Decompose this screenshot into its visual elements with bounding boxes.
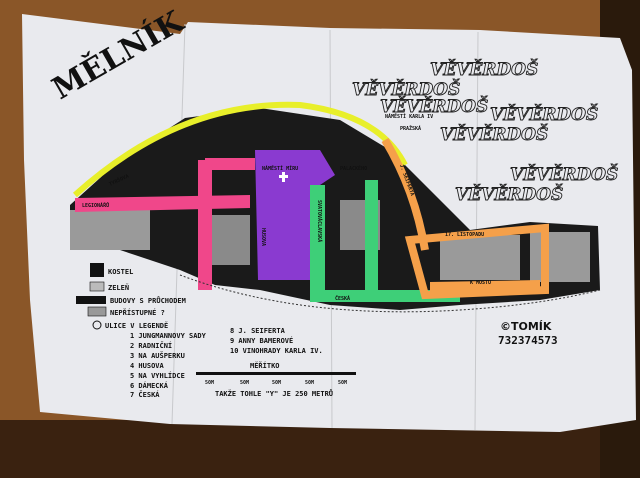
street-number-icon: [92, 320, 102, 330]
svg-text:50M: 50M: [305, 380, 314, 386]
svg-text:ULICE V LEGENDĚ: ULICE V LEGENDĚ: [105, 321, 168, 330]
svg-text:VĚVĚRDOŠ: VĚVĚRDOŠ: [455, 184, 563, 205]
svg-text:5 NA VYHLÍDCE: 5 NA VYHLÍDCE: [130, 371, 185, 380]
k-mostu-street: [404, 223, 549, 300]
svg-text:VĚVĚRDOŠ: VĚVĚRDOŠ: [490, 104, 598, 125]
svg-text:VĚVĚRDOŠ: VĚVĚRDOŠ: [440, 124, 548, 145]
label-prazska: PRAŽSKÁ: [400, 124, 421, 132]
svg-text:KOSTEL: KOSTEL: [108, 268, 133, 276]
label-listopadu: 17. LISTOPADU: [445, 232, 484, 238]
svg-text:VĚVĚRDOŠ: VĚVĚRDOŠ: [352, 79, 460, 100]
svg-text:7 ČESKÁ: 7 ČESKÁ: [130, 390, 160, 399]
svg-text:VĚVĚRDOŠ: VĚVĚRDOŠ: [510, 164, 618, 185]
scale-bar: MĚŘÍTKO 50M 50M 50M 50M 50M TAKŽE TOHLE …: [196, 361, 356, 398]
tyrsova-street: [72, 101, 408, 198]
town-map: TYRŠOVA LEGIONÁŘŮ NÁMĚSTÍ MÍRU HUSOVA SV…: [70, 101, 601, 313]
label-husova: HUSOVA: [260, 228, 266, 246]
svg-text:9 ANNY BAMEROVÉ: 9 ANNY BAMEROVÉ: [230, 336, 293, 345]
svg-text:50M: 50M: [240, 380, 249, 386]
inaccessible-icon: [87, 306, 107, 317]
svg-text:50M: 50M: [338, 380, 347, 386]
legend: KOSTEL ZELEŇ BUDOVY S PRŮCHODEM NEPŘÍSTU…: [76, 263, 323, 399]
label-legionaru: LEGIONÁŘŮ: [82, 202, 109, 209]
church-icon: [90, 263, 104, 277]
label-palackeho: PALACKÉHO: [340, 164, 367, 172]
graffiti-tags: VĚVĚRDOŠ VĚVĚRDOŠ VĚVĚRDOŠ VĚVĚRDOŠ VĚVĚ…: [352, 59, 619, 206]
svg-text:ZELEŇ: ZELEŇ: [108, 283, 129, 292]
greenery-icon: [89, 281, 105, 292]
svg-text:50M: 50M: [205, 380, 214, 386]
svg-text:1 JUNGMANNOVY SADY: 1 JUNGMANNOVY SADY: [130, 332, 207, 340]
label-namesti-karla: NÁMĚSTÍ KARLA IV: [385, 112, 433, 120]
svg-text:3 NA AUŠPERKU: 3 NA AUŠPERKU: [130, 351, 185, 360]
svg-text:VĚVĚRDOŠ: VĚVĚRDOŠ: [430, 59, 538, 80]
svg-text:4 HUSOVA: 4 HUSOVA: [130, 362, 165, 370]
signature: ©TOMÍK: [500, 320, 552, 333]
label-k-mostu: K MOSTU: [470, 280, 491, 286]
phone-number: 732374573: [498, 334, 558, 347]
label-svatovaclavska: SVATOVÁCLAVSKÁ: [316, 200, 323, 242]
svg-text:VĚVĚRDOŠ: VĚVĚRDOŠ: [380, 96, 488, 117]
svg-text:2 RADNIČNÍ: 2 RADNIČNÍ: [130, 341, 172, 350]
svg-text:50M: 50M: [272, 380, 281, 386]
svg-text:TAKŽE TOHLE "Y" JE 250 METRŮ: TAKŽE TOHLE "Y" JE 250 METRŮ: [215, 389, 333, 398]
label-ceska: ČESKÁ: [335, 295, 350, 302]
svg-text:BUDOVY S PRŮCHODEM: BUDOVY S PRŮCHODEM: [110, 296, 186, 305]
passage-building-icon: [76, 296, 106, 304]
svg-text:MĚŘÍTKO: MĚŘÍTKO: [250, 361, 280, 370]
svg-text:10 VINOHRADY KARLA IV.: 10 VINOHRADY KARLA IV.: [230, 347, 323, 355]
svg-text:6 DÁMECKÁ: 6 DÁMECKÁ: [130, 381, 169, 390]
svg-text:NEPŘÍSTUPNÉ ?: NEPŘÍSTUPNÉ ?: [110, 308, 165, 317]
label-namesti-miru: NÁMĚSTÍ MÍRU: [262, 164, 298, 172]
svg-text:8 J. SEIFERTA: 8 J. SEIFERTA: [230, 327, 286, 335]
